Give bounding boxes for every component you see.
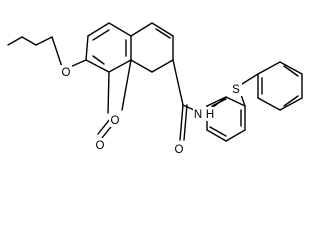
ether-oxygen-label: O (62, 67, 71, 79)
bond-line (151, 22, 174, 37)
bond-line (51, 36, 63, 68)
bond-line (225, 129, 246, 142)
bond-line (87, 22, 110, 37)
bond-line (107, 71, 110, 114)
bond-line (155, 28, 171, 39)
bond-line (130, 22, 153, 37)
bond-line (182, 104, 195, 111)
bond-line (108, 59, 132, 73)
bond-line (130, 59, 153, 73)
ring-oxygen-label: O (111, 115, 120, 127)
bond-line (183, 104, 188, 141)
bond-line (85, 59, 110, 73)
bond-line (172, 59, 184, 106)
bond-line (121, 59, 132, 111)
bond-line (279, 97, 303, 111)
bond-line (7, 36, 23, 46)
atom-labels: O O O O N H S (60, 65, 242, 156)
bond-line (92, 55, 105, 65)
atom-ether-oxygen: O (60, 65, 72, 79)
bond-line (92, 29, 110, 41)
bond-line (279, 61, 303, 75)
amide-hydrogen-label: H (206, 109, 214, 121)
amide-nitrogen-label: N (194, 109, 202, 121)
bond-line (211, 98, 227, 107)
lactone-carbonyl-oxygen-label: O (96, 140, 105, 152)
bond-line (21, 36, 37, 46)
bond-line (209, 126, 227, 137)
atom-amide-oxygen: O (173, 142, 185, 156)
atom-amide-nitrogen: N H (193, 107, 217, 121)
bond-lines (7, 22, 303, 142)
bond-line (85, 35, 89, 61)
bond-line (206, 96, 227, 107)
bond-line (206, 129, 227, 142)
bond-line (225, 96, 246, 107)
atom-lactone-carbonyl-oxygen: O (94, 138, 106, 152)
bond-line (257, 61, 281, 75)
chemical-structure: O O O O N H S (7, 22, 303, 156)
bond-line (151, 59, 174, 73)
sulfur-label: S (232, 84, 240, 96)
bond-line (241, 73, 259, 85)
bond-line (283, 95, 299, 107)
amide-oxygen-label: O (175, 144, 184, 156)
atom-ring-oxygen: O (109, 113, 121, 127)
bond-line (179, 104, 184, 141)
bond-line (283, 65, 299, 77)
bond-line (35, 36, 53, 46)
atom-sulfur: S (230, 82, 242, 96)
bond-line (69, 59, 87, 68)
bond-line (108, 22, 132, 37)
bond-line (257, 97, 281, 111)
